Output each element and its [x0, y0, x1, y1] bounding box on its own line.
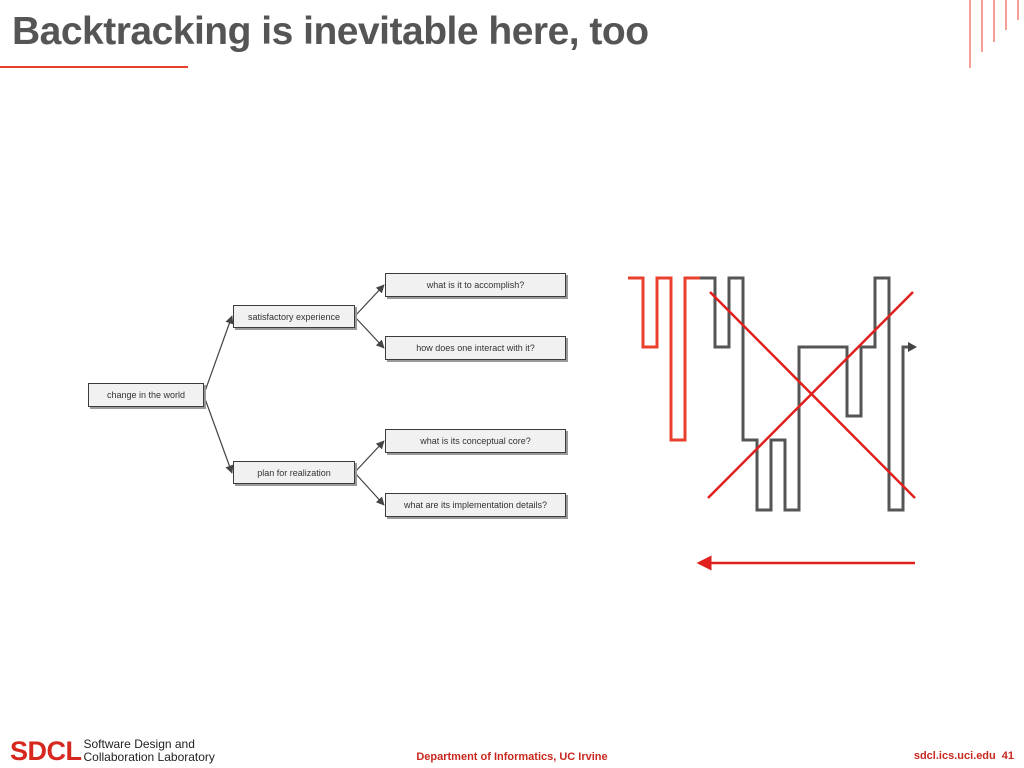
connector-branch-1-to-q2 — [354, 316, 385, 349]
title-underline — [0, 66, 188, 68]
page-number: 41 — [1001, 750, 1014, 762]
logo-line-2: Collaboration Laboratory — [83, 750, 215, 764]
backtracking-path-gray — [700, 276, 914, 512]
path-end-arrowhead-icon — [908, 342, 917, 352]
node-what-is-it-to-accomplish: what is it to accomplish? — [385, 273, 566, 297]
footer-url: sdcl.ics.uci.edu — [913, 750, 996, 762]
cross-line-1 — [709, 291, 916, 499]
footer-department: Department of Informatics, UC Irvine — [416, 751, 608, 763]
backtracking-path-red-start — [628, 276, 700, 442]
node-change-in-the-world: change in the world — [88, 383, 204, 407]
node-what-are-its-implementation-details: what are its implementation details? — [385, 493, 566, 517]
connector-root-to-branch-1 — [203, 315, 234, 395]
connector-branch-2-to-q4 — [354, 472, 385, 506]
connector-branch-2-to-q3 — [354, 440, 385, 473]
node-how-does-one-interact: how does one interact with it? — [385, 336, 566, 360]
connector-branch-1-to-q1 — [354, 284, 385, 317]
backtracking-path-graphic — [628, 276, 917, 571]
logo-mark: SDCL — [10, 736, 82, 766]
footer-url-page: sdcl.ics.uci.edu 41 — [914, 750, 1014, 762]
logo-lab-name: Software Design and Collaboration Labora… — [84, 738, 215, 764]
logo-line-1: Software Design and — [83, 737, 195, 751]
node-plan-for-realization: plan for realization — [233, 461, 355, 484]
slide-title: Backtracking is inevitable here, too — [12, 10, 649, 53]
node-what-is-its-conceptual-core: what is its conceptual core? — [385, 429, 566, 453]
sdcl-logo: SDCL Software Design and Collaboration L… — [10, 736, 215, 766]
corner-decoration-lines — [969, 0, 1019, 68]
node-satisfactory-experience: satisfactory experience — [233, 305, 355, 328]
cross-line-2 — [707, 291, 914, 499]
connector-root-to-branch-2 — [203, 395, 234, 474]
